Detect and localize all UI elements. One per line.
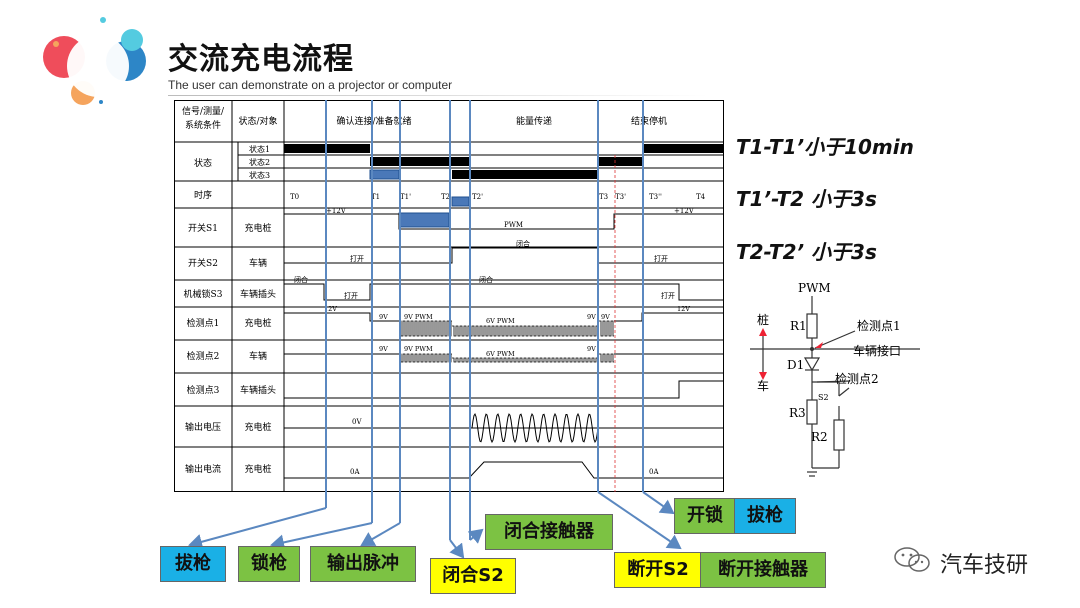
s2-open: 打开: [350, 254, 364, 263]
circuit-point-2: 检测点2: [835, 371, 879, 386]
circuit-pwm: PWM: [798, 281, 831, 295]
out-current-0a-end: 0A: [649, 468, 659, 476]
circuit-vehicle: 车: [757, 378, 769, 393]
circuit-r3: R3: [789, 406, 806, 420]
pwm-wave: [452, 325, 599, 337]
s3-close: 闭合: [294, 275, 308, 284]
phase-connect: 确认连接/准备就绪: [336, 115, 411, 127]
row-out-i: 输出电流: [185, 463, 221, 475]
row-out-i-object: 充电桩: [244, 463, 271, 475]
row-state: 状态: [194, 157, 212, 169]
page-subtitle: The user can demonstrate on a projector …: [168, 78, 453, 92]
row-s1: 开关S1: [188, 222, 218, 234]
row-timing: 时序: [194, 189, 212, 201]
circuit-r2: R2: [811, 430, 828, 444]
pilot-circuit: PWM R1 检测点1 车辆接口 桩 车 D1 检测点2 R3 R2 S2: [750, 281, 920, 477]
condition-3: T2-T2’ 小于3s: [736, 240, 877, 264]
circuit-d1: D1: [787, 358, 804, 372]
time-t2p: T2': [472, 193, 483, 201]
time-t3: T3: [599, 193, 608, 201]
title-divider: [168, 95, 708, 96]
p2-9v-pwm: 9V PWM: [404, 345, 433, 353]
phase-energy: 能量传递: [516, 115, 552, 127]
sub-state-1: 状态1: [249, 144, 270, 154]
time-t0: T0: [290, 193, 299, 201]
pwm-wave: [599, 320, 614, 337]
p2-9v-end: 9V: [587, 345, 596, 353]
tag-close-contactor: 闭合接触器: [485, 514, 613, 550]
row-s1-object: 充电桩: [244, 222, 271, 234]
time-t3pp: T3'': [649, 193, 662, 201]
p2-6v-pwm: 6V PWM: [486, 350, 515, 358]
phase-stop: 结束停机: [631, 115, 667, 127]
condition-1: T1-T1’小于10min: [736, 135, 914, 159]
page-title: 交流充电流程: [168, 42, 354, 77]
s3-close-2: 闭合: [479, 275, 493, 284]
row-p3-object: 车辆插头: [240, 384, 276, 396]
out-voltage-0v: 0V: [352, 418, 362, 426]
sub-state-2: 状态2: [249, 157, 270, 167]
row-out-v: 输出电压: [185, 421, 221, 433]
s2-open-end: 打开: [654, 254, 668, 263]
pwm-wave: [399, 353, 452, 363]
pwm-wave: [399, 320, 452, 337]
row-s2: 开关S2: [188, 257, 218, 269]
row-p1: 检测点1: [187, 317, 220, 329]
circuit-interface: 车辆接口: [853, 343, 901, 358]
condition-2: T1’-T2 小于3s: [736, 187, 877, 211]
p1-9v: 9V: [379, 313, 388, 321]
sub-state-3: 状态3: [249, 170, 270, 180]
row-p3: 检测点3: [187, 384, 220, 396]
s1-start-voltage: +12V: [326, 207, 347, 215]
out-current-0a: 0A: [350, 468, 360, 476]
circuit-point-1: 检测点1: [857, 318, 901, 333]
row-p2: 检测点2: [187, 350, 220, 362]
tag-unplug-2: 拔枪: [734, 498, 796, 534]
s3-open-end: 打开: [661, 291, 675, 300]
p1-9v-pwm: 9V PWM: [404, 313, 433, 321]
row-s2-object: 车辆: [249, 257, 267, 269]
tag-unlock: 开锁: [674, 498, 736, 534]
circuit-r1: R1: [790, 319, 807, 333]
tag-unplug: 拔枪: [160, 546, 226, 582]
p1-9v-end2: 9V: [601, 313, 610, 321]
tag-open-contactor: 断开接触器: [700, 552, 826, 588]
time-t4: T4: [696, 193, 706, 201]
row-p2-object: 车辆: [249, 350, 267, 362]
p2-9v: 9V: [379, 345, 388, 353]
s2-close: 闭合: [516, 239, 530, 248]
head-signal-1: 信号/测量/: [182, 105, 225, 117]
time-t2: T2: [441, 193, 450, 201]
time-t1p: T1': [400, 193, 411, 201]
row-out-v-object: 充电桩: [244, 421, 271, 433]
watermark-text: 汽车技研: [940, 553, 1029, 578]
s1-pwm: PWM: [504, 221, 523, 229]
p1-12v-end: 12V: [677, 305, 690, 313]
row-p1-object: 充电桩: [244, 317, 271, 329]
circuit-s2: S2: [818, 393, 829, 402]
s1-end-voltage: +12V: [674, 207, 695, 215]
logo-bubbles: [35, 14, 160, 109]
pwm-wave: [599, 353, 614, 363]
head-state: 状态/对象: [238, 115, 277, 127]
circuit-pile: 桩: [757, 312, 769, 327]
tag-output-pulse: 输出脉冲: [310, 546, 416, 582]
s3-open: 打开: [344, 291, 358, 300]
time-t3p: T3': [615, 193, 626, 201]
tag-close-s2: 闭合S2: [430, 558, 516, 594]
tag-lock: 锁枪: [238, 546, 300, 582]
pwm-wave: [452, 357, 599, 363]
p1-9v-end: 9V: [587, 313, 596, 321]
tag-open-s2: 断开S2: [614, 552, 702, 588]
head-signal-2: 系统条件: [185, 119, 221, 131]
p1-6v-pwm: 6V PWM: [486, 317, 515, 325]
wechat-icon: [894, 547, 930, 572]
row-s3: 机械锁S3: [184, 288, 223, 300]
time-t1: T1: [371, 193, 380, 201]
row-s3-object: 车辆插头: [240, 288, 276, 300]
p1-12v: 12V: [324, 305, 337, 313]
